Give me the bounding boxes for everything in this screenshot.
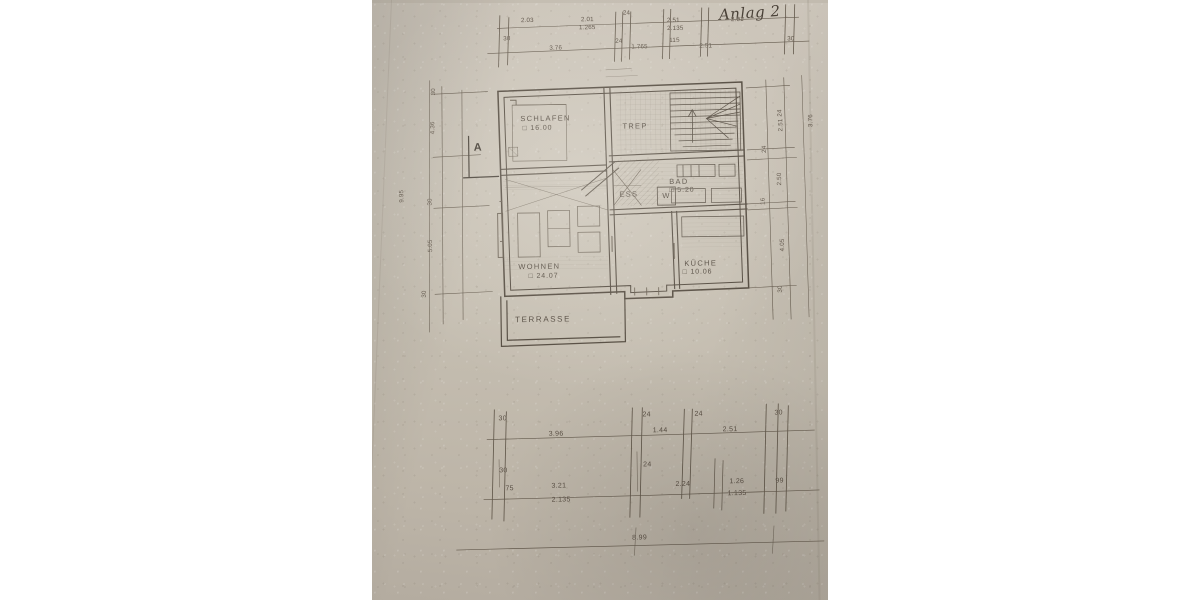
- bottom-total-line: [456, 540, 825, 551]
- bottom-dimension-ticks: [491, 403, 789, 522]
- top-dimension-ticks: [498, 4, 796, 68]
- left-dimension-lines: [428, 80, 493, 333]
- interior-partitions: [500, 87, 748, 295]
- kueche-outline: [681, 215, 745, 238]
- diagonal-wall: [580, 161, 620, 197]
- kueche-floor-hatch: [681, 215, 745, 251]
- ess-floor-hatch: [614, 159, 660, 206]
- wohnen-floor-hatch: [503, 177, 608, 192]
- bottom-dimension-chain-1: [486, 429, 815, 440]
- wohnen-floor-hatch-2: [502, 255, 609, 272]
- letterbox-right: [828, 0, 1200, 600]
- top-dimension-chain-2: [487, 40, 810, 54]
- floor-plan-drawing: Anlag 2 A SCHLAFEN □ 16.00 TREP BAD □ 5.…: [372, 0, 828, 600]
- letterbox-left: [0, 0, 372, 600]
- bad-fixtures: [670, 163, 742, 204]
- section-marker-a: [463, 135, 500, 179]
- building-outer-wall: [497, 81, 750, 300]
- ess-cross-hatch: [612, 169, 642, 206]
- bottom-tick-marks: [498, 451, 775, 556]
- right-dimension-lines: [745, 75, 810, 320]
- top-dimension-chain-1: [497, 16, 799, 29]
- top-small-mark: [605, 68, 632, 71]
- schlafen-room: [508, 99, 568, 162]
- staircase: [669, 91, 742, 152]
- terrace-outline: [500, 296, 627, 348]
- left-wall-windows: [497, 200, 504, 258]
- stair-hall-floor-hatch: [615, 90, 743, 154]
- bottom-dimension-chain-2: [483, 489, 820, 500]
- door-openings: [611, 235, 675, 296]
- scanned-plan-photo: Anlag 2 A SCHLAFEN □ 16.00 TREP BAD □ 5.…: [372, 0, 828, 600]
